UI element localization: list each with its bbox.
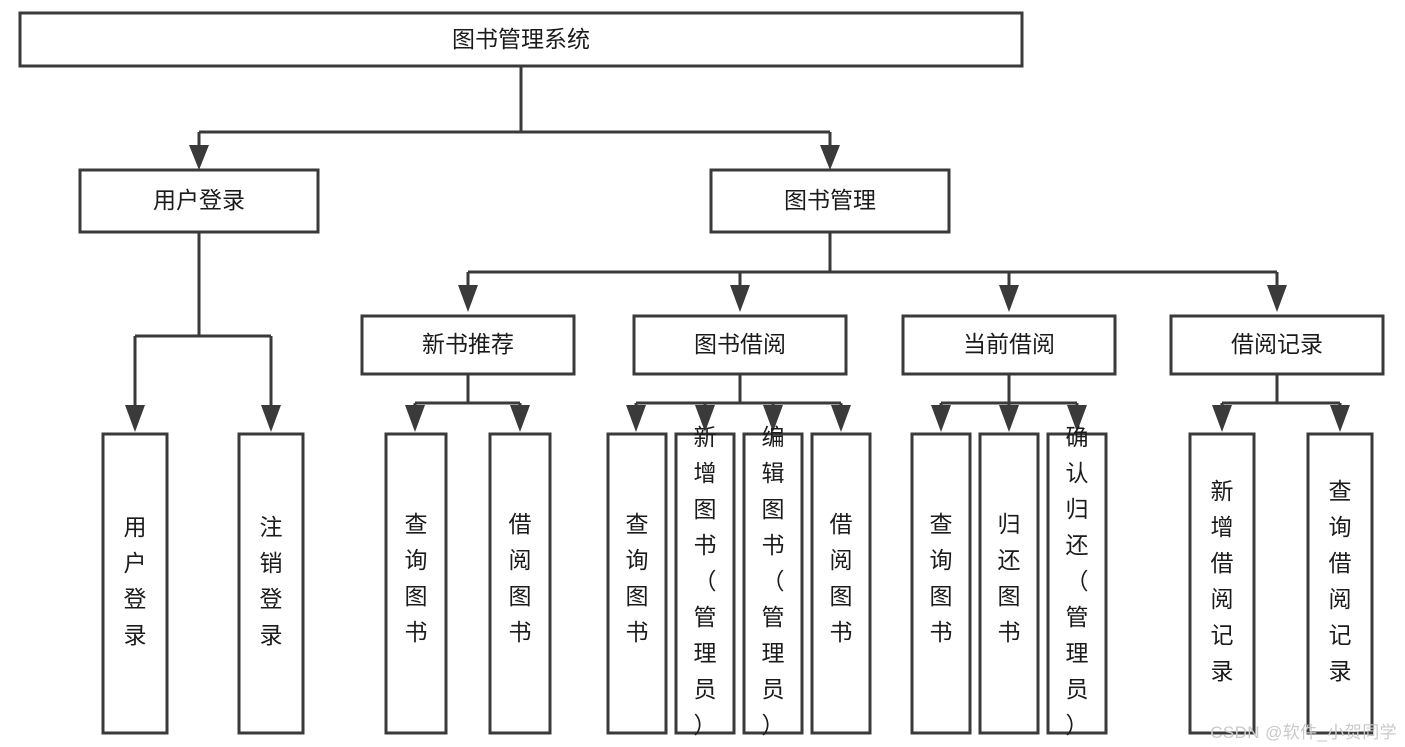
node-user-login-box[interactable] (78, 168, 320, 234)
leaf-node-user-login-label: 用户登录 (124, 514, 147, 648)
leaf-node-query-book-1-label: 查询图书 (405, 511, 428, 645)
leaf-node-borrow-book-1-label: 借阅图书 (509, 511, 532, 645)
leaf-node-confirm-return-box[interactable] (1046, 432, 1108, 735)
arrow-head-leaf-borrow-book-2 (831, 405, 851, 432)
node-new-book-recommend[interactable]: 新书推荐 (360, 314, 576, 376)
arrow-head-leaf-query-record (1330, 405, 1350, 432)
leaf-node-confirm-return-label: 确认归还（管理员） (1066, 424, 1089, 738)
arrow-head-leaf-borrow-book-1 (510, 405, 530, 432)
node-book-management-box[interactable] (709, 168, 951, 234)
arrow-head-records (1267, 285, 1287, 312)
node-book-borrow-label: 图书借阅 (694, 331, 786, 357)
connectors-user-login-to-leaves (125, 232, 281, 432)
leaf-node-query-book-3-label: 查询图书 (930, 511, 953, 645)
arrow-head-current (999, 285, 1019, 312)
leaf-node-query-book-3[interactable]: 查询图书 (910, 432, 972, 735)
arrow-head-leaf-user-login (125, 405, 145, 432)
leaf-node-confirm-return[interactable]: 确认归还（管理员） (1046, 424, 1108, 738)
leaf-node-query-record-label: 查询借阅记录 (1329, 478, 1352, 684)
leaf-node-user-login[interactable]: 用户登录 (101, 432, 169, 735)
node-book-borrow-box[interactable] (632, 314, 848, 376)
leaf-node-edit-book[interactable]: 编辑图书（管理员） (742, 424, 804, 738)
leaf-node-query-book-1-box[interactable] (384, 432, 448, 735)
arrow-head-leaf-confirm-return (1067, 405, 1087, 432)
leaf-node-logout[interactable]: 注销登录 (237, 432, 305, 735)
node-root[interactable]: 图书管理系统 (18, 11, 1024, 68)
connectors-new-books-to-leaves (405, 374, 530, 432)
node-user-login-label: 用户登录 (153, 187, 245, 213)
leaf-node-query-book-1[interactable]: 查询图书 (384, 432, 448, 735)
arrow-head-leaf-query-book-2 (626, 405, 646, 432)
connectors-current-to-leaves (931, 374, 1087, 432)
arrow-head-leaf-add-book (695, 405, 715, 432)
leaf-node-add-record-label: 新增借阅记录 (1211, 478, 1234, 684)
node-book-management[interactable]: 图书管理 (709, 168, 951, 234)
connectors-book-management-to-children (458, 232, 1287, 312)
node-user-login[interactable]: 用户登录 (78, 168, 320, 234)
leaf-node-user-login-box[interactable] (101, 432, 169, 735)
node-current-borrow-label: 当前借阅 (963, 331, 1055, 357)
connectors-root-to-level2 (189, 66, 840, 170)
node-borrow-records-box[interactable] (1169, 314, 1385, 376)
leaf-node-query-record-box[interactable] (1306, 432, 1374, 735)
leaf-node-add-book-box[interactable] (674, 432, 736, 735)
leaf-node-return-book[interactable]: 归还图书 (978, 432, 1040, 735)
arrow-head-leaf-query-book-3 (931, 405, 951, 432)
leaf-node-query-book-2[interactable]: 查询图书 (606, 432, 668, 735)
node-current-borrow-box[interactable] (901, 314, 1117, 376)
connectors-borrow-to-leaves (626, 374, 851, 432)
node-root-label: 图书管理系统 (452, 26, 590, 52)
csdn-watermark: CSDN @软件_小贺同学 (1210, 723, 1397, 742)
leaf-node-query-book-3-box[interactable] (910, 432, 972, 735)
arrow-head-user-login (189, 145, 209, 170)
node-book-management-label: 图书管理 (784, 187, 876, 213)
leaf-node-borrow-book-1-box[interactable] (488, 432, 552, 735)
arrow-head-leaf-edit-book (763, 405, 783, 432)
arrow-head-borrow (730, 285, 750, 312)
leaf-node-borrow-book-2-box[interactable] (810, 432, 872, 735)
leaf-node-edit-book-label: 编辑图书（管理员） (762, 424, 785, 738)
leaf-node-query-record[interactable]: 查询借阅记录 (1306, 432, 1374, 735)
node-root-box[interactable] (18, 11, 1024, 68)
arrow-head-leaf-return-book (999, 405, 1019, 432)
arrow-head-book-management (820, 145, 840, 170)
leaf-node-add-record-box[interactable] (1188, 432, 1256, 735)
leaf-node-add-book[interactable]: 新增图书（管理员） (674, 424, 736, 738)
leaf-node-logout-label: 注销登录 (260, 514, 283, 648)
arrow-head-new-books (458, 285, 478, 312)
leaf-node-borrow-book-2[interactable]: 借阅图书 (810, 432, 872, 735)
leaf-node-return-book-box[interactable] (978, 432, 1040, 735)
arrow-head-leaf-add-record (1212, 405, 1232, 432)
leaf-node-borrow-book-1[interactable]: 借阅图书 (488, 432, 552, 735)
node-book-borrow[interactable]: 图书借阅 (632, 314, 848, 376)
leaf-node-borrow-book-2-label: 借阅图书 (830, 511, 853, 645)
node-new-book-recommend-box[interactable] (360, 314, 576, 376)
node-new-book-recommend-label: 新书推荐 (422, 331, 514, 357)
leaf-node-query-book-2-label: 查询图书 (626, 511, 649, 645)
arrow-head-leaf-logout (261, 405, 281, 432)
leaf-node-query-book-2-box[interactable] (606, 432, 668, 735)
node-borrow-records[interactable]: 借阅记录 (1169, 314, 1385, 376)
leaf-node-add-book-label: 新增图书（管理员） (694, 424, 717, 738)
leaf-node-return-book-label: 归还图书 (998, 511, 1021, 645)
leaf-node-edit-book-box[interactable] (742, 432, 804, 735)
arrow-head-leaf-query-book-1 (405, 405, 425, 432)
leaf-node-logout-box[interactable] (237, 432, 305, 735)
leaf-node-add-record[interactable]: 新增借阅记录 (1188, 432, 1256, 735)
node-borrow-records-label: 借阅记录 (1231, 331, 1323, 357)
connectors-records-to-leaves (1212, 374, 1350, 432)
node-current-borrow[interactable]: 当前借阅 (901, 314, 1117, 376)
